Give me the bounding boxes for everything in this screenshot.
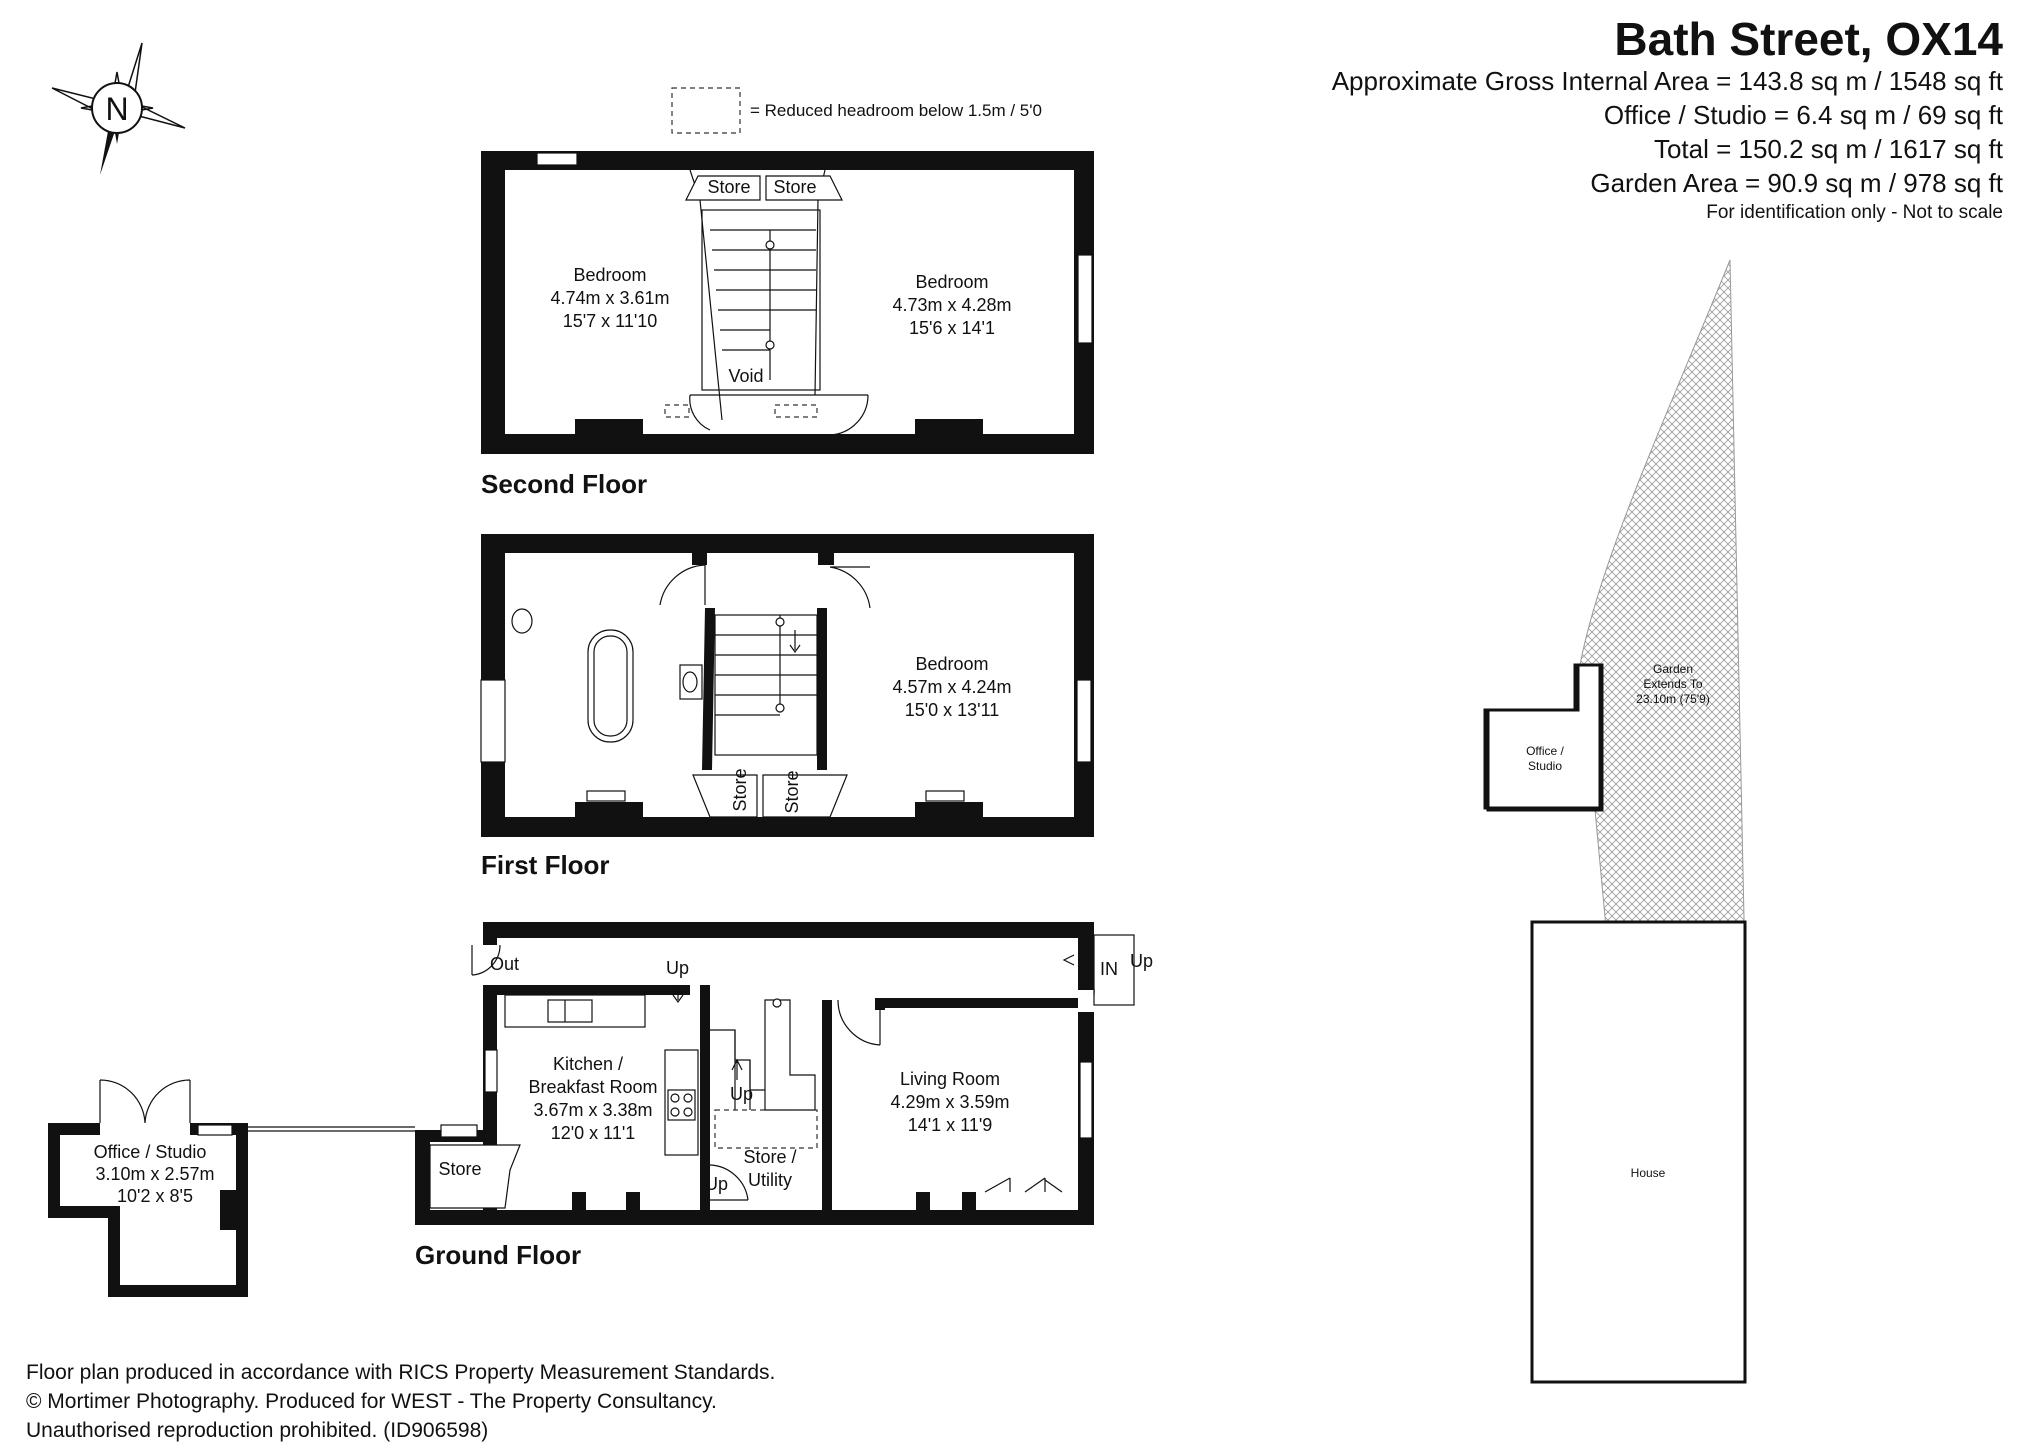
second-floor-bedroom-right-imperial: 15'6 x 14'1 (909, 318, 995, 338)
footer-notes: Floor plan produced in accordance with R… (26, 1358, 775, 1445)
first-floor-bedroom-metric: 4.57m x 4.24m (892, 677, 1011, 697)
first-floor-store-right-label: Store (782, 770, 802, 813)
office-metric: 3.10m x 2.57m (95, 1164, 214, 1184)
second-floor-label: Second Floor (481, 469, 647, 499)
office-studio-plan: Office / Studio 3.10m x 2.57m 10'2 x 8'5 (48, 1079, 415, 1297)
first-floor-plan: Store Store Bedroom 4.57m x 4.24m 15'0 x… (480, 534, 1094, 880)
utility-name-line1: Store / (743, 1147, 796, 1167)
site-garden-line1: Garden (1653, 662, 1693, 676)
compass-north-label: N (105, 91, 128, 127)
kitchen-up-label: Up (666, 958, 689, 978)
area-summary: Approximate Gross Internal Area = 143.8 … (1332, 64, 2003, 226)
first-floor-store-left-label: Store (730, 768, 750, 811)
kitchen-imperial: 12'0 x 11'1 (551, 1123, 636, 1143)
site-garden-line3: 23.10m (75'9) (1636, 692, 1710, 706)
identification-note: For identification only - Not to scale (1706, 202, 2003, 223)
ground-store-label: Store (438, 1159, 481, 1179)
office-name: Office / Studio (94, 1142, 207, 1162)
footer-line-1: Floor plan produced in accordance with R… (26, 1361, 776, 1384)
living-room-name: Living Room (900, 1069, 1000, 1089)
ground-floor-plan: Out IN Up Up Up Up (415, 922, 1153, 1270)
kitchen-metric: 3.67m x 3.38m (533, 1100, 652, 1120)
living-room-imperial: 14'1 x 11'9 (908, 1115, 993, 1135)
garden-area: Garden Area = 90.9 sq m / 978 sq ft (1590, 168, 2003, 198)
gross-internal-area: Approximate Gross Internal Area = 143.8 … (1331, 66, 2003, 96)
void-label: Void (728, 366, 763, 386)
site-office-line1: Office / (1526, 744, 1564, 758)
second-floor-plan: Store Store Void Bedroom 4.74m x 3.61m 1… (481, 151, 1094, 499)
second-floor-store-left-label: Store (707, 177, 750, 197)
office-imperial: 10'2 x 8'5 (117, 1186, 193, 1206)
stairs-up-label: Up (730, 1084, 753, 1104)
second-floor-bedroom-left-imperial: 15'7 x 11'10 (563, 311, 658, 331)
second-floor-bedroom-left-name: Bedroom (573, 265, 646, 285)
legend-text: = Reduced headroom below 1.5m / 5'0 (750, 101, 1042, 120)
utility-up-label: Up (705, 1174, 728, 1194)
utility-name-line2: Utility (748, 1170, 792, 1190)
second-floor-bedroom-left-metric: 4.74m x 3.61m (550, 288, 669, 308)
ground-floor-label: Ground Floor (415, 1240, 581, 1270)
in-door-label: IN (1100, 959, 1118, 979)
footer-line-3: Unauthorised reproduction prohibited. (I… (26, 1419, 489, 1442)
out-door-label: Out (490, 954, 519, 974)
property-title: Bath Street, OX14 (1614, 13, 2003, 65)
kitchen-name-line2: Breakfast Room (528, 1077, 657, 1097)
first-floor-bedroom-imperial: 15'0 x 13'11 (905, 700, 1000, 720)
second-floor-store-right-label: Store (773, 177, 816, 197)
second-floor-bedroom-right-metric: 4.73m x 4.28m (892, 295, 1011, 315)
living-room-metric: 4.29m x 3.59m (890, 1092, 1009, 1112)
site-garden-line2: Extends To (1643, 677, 1702, 691)
site-house-label: House (1631, 1166, 1666, 1180)
kitchen-name-line1: Kitchen / (553, 1054, 623, 1074)
first-floor-bedroom-name: Bedroom (915, 654, 988, 674)
compass-icon: N (51, 42, 186, 175)
footer-line-2: © Mortimer Photography. Produced for WES… (26, 1390, 717, 1413)
entrance-up-label: Up (1130, 951, 1153, 971)
first-floor-label: First Floor (481, 850, 610, 880)
total-area: Total = 150.2 sq m / 1617 sq ft (1653, 134, 2003, 164)
site-plan: Garden Extends To 23.10m (75'9) Office /… (1483, 259, 1747, 1384)
site-office-line2: Studio (1528, 759, 1562, 773)
reduced-headroom-swatch (671, 87, 741, 134)
office-studio-area: Office / Studio = 6.4 sq m / 69 sq ft (1603, 100, 2003, 130)
second-floor-bedroom-right-name: Bedroom (915, 272, 988, 292)
